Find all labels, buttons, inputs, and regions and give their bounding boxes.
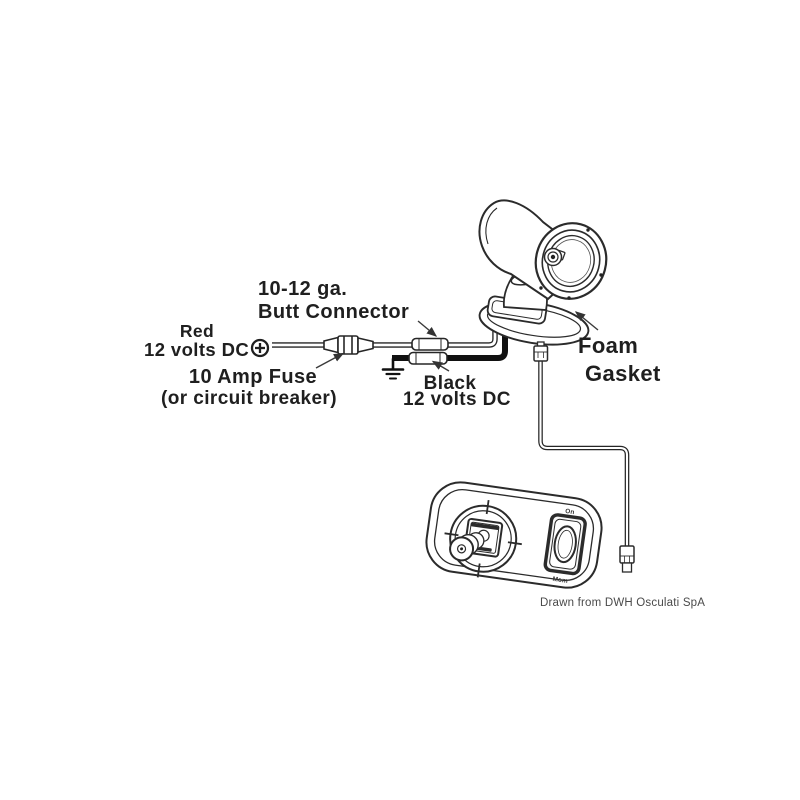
credit-text: Drawn from DWH Osculati SpA xyxy=(540,597,705,609)
remote-control-panel: On Mom xyxy=(425,481,603,589)
butt-connector-red xyxy=(411,337,449,351)
label-black-wire-name: Black xyxy=(424,373,477,394)
remote-cable xyxy=(538,360,630,547)
label-red-wire-name: Red xyxy=(180,321,214,341)
spotlight-backcap-contour xyxy=(485,207,498,245)
modular-plug-top xyxy=(533,341,549,362)
label-wire-gauge: 10-12 ga. xyxy=(258,278,347,300)
spotlight xyxy=(478,199,608,346)
modular-plug-bottom xyxy=(619,545,635,573)
red-positive-wire xyxy=(272,312,498,348)
label-butt-connector: Butt Connector xyxy=(258,301,409,323)
switch-label-mom: Mom xyxy=(552,576,568,585)
positive-terminal-icon xyxy=(250,338,270,358)
dial-tick-marks xyxy=(444,500,522,578)
spotlight-bezel xyxy=(534,222,608,300)
label-fuse-line1: 10 Amp Fuse xyxy=(189,366,317,388)
label-red-wire-voltage: 12 volts DC xyxy=(144,339,249,360)
label-black-wire-voltage: 12 volts DC xyxy=(403,389,511,410)
joystick-knob[interactable] xyxy=(449,526,490,564)
rocker-switch[interactable] xyxy=(543,513,587,576)
label-gasket: Gasket xyxy=(585,361,661,386)
black-negative-wire xyxy=(392,314,508,361)
label-fuse-line2: (or circuit breaker) xyxy=(161,388,337,409)
switch-label-on: On xyxy=(565,508,575,516)
inline-fuse xyxy=(323,335,374,355)
label-foam: Foam xyxy=(578,333,638,358)
callout-arrows xyxy=(315,311,599,372)
bezel-screws xyxy=(539,228,603,300)
spotlight-bulb xyxy=(543,247,566,267)
ground-symbol-icon xyxy=(381,357,405,380)
butt-connector-black xyxy=(408,351,448,365)
